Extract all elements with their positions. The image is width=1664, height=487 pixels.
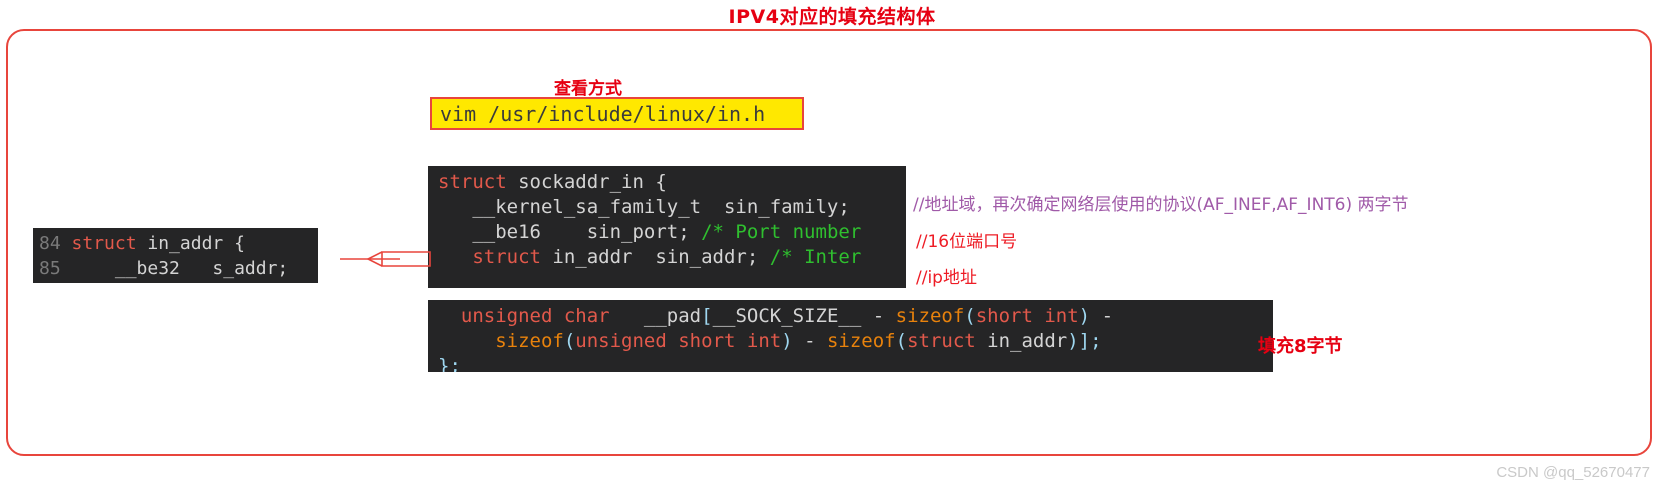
code-token: ): [781, 330, 793, 352]
code-token: [438, 246, 472, 268]
code-token: struct: [71, 233, 137, 254]
code-token: -: [792, 330, 827, 352]
code-line: __be16 sin_port; /* Port number: [438, 220, 906, 245]
watermark: CSDN @qq_52670477: [1496, 464, 1650, 481]
code-token: struct: [472, 246, 541, 268]
code-token: -: [1090, 305, 1114, 327]
code-token: sizeof: [826, 330, 896, 352]
code-token: in_addr {: [136, 233, 245, 254]
annotation-port: //16位端口号: [916, 232, 1018, 252]
code-line: struct sockaddr_in {: [438, 170, 906, 195]
arrow-connector-icon: [340, 251, 431, 267]
code-token: __pad: [609, 305, 702, 327]
code-token: )];: [1067, 330, 1102, 352]
code-token: __be16 sin_port;: [438, 221, 702, 243]
code-token: 84: [39, 233, 72, 254]
code-token: (: [964, 305, 976, 327]
code-token: struct: [438, 171, 507, 193]
code-line: __kernel_sa_family_t sin_family;: [438, 195, 906, 220]
code-token: (: [563, 330, 576, 352]
code-token: ): [1078, 305, 1091, 327]
annotation-ip: //ip地址: [916, 268, 977, 288]
howto-label: 查看方式: [554, 79, 622, 99]
code-block-in-addr: 84 struct in_addr {85 __be32 s_addr;: [33, 228, 318, 283]
code-token: short int: [975, 305, 1079, 327]
code-token: -: [861, 305, 896, 327]
code-token: struct: [907, 330, 976, 352]
code-token: sockaddr_in {: [506, 171, 667, 193]
page-title: IPV4对应的填充结构体: [728, 6, 936, 28]
code-token: in_addr sin_addr;: [540, 246, 770, 268]
command-box: vim /usr/include/linux/in.h: [430, 97, 804, 130]
code-token: sizeof: [895, 305, 965, 327]
code-block-sockaddr-in: struct sockaddr_in { __kernel_sa_family_…: [428, 166, 906, 288]
command-text: vim /usr/include/linux/in.h: [440, 101, 766, 126]
code-token: /* Port number: [701, 221, 862, 243]
annotation-padding: 填充8字节: [1258, 336, 1343, 357]
code-token: [: [701, 305, 713, 327]
code-token: sizeof: [495, 330, 564, 352]
code-line: 84 struct in_addr {: [39, 231, 318, 256]
code-block-pad: unsigned char __pad[__SOCK_SIZE__ - size…: [428, 300, 1273, 372]
code-line: 85 __be32 s_addr;: [39, 256, 318, 281]
code-token: 85: [39, 258, 72, 279]
code-token: __be32 s_addr;: [71, 258, 289, 279]
annotation-address-family: //地址域，再次确定网络层使用的协议(AF_INEF,AF_INT6) 两字节: [913, 195, 1409, 215]
code-token: [438, 330, 495, 352]
code-token: unsigned short int: [575, 330, 782, 352]
code-line: unsigned char __pad[__SOCK_SIZE__ - size…: [438, 304, 1273, 329]
code-line: sizeof(unsigned short int) - sizeof(stru…: [438, 329, 1273, 354]
code-line: struct in_addr sin_addr; /* Inter: [438, 245, 906, 270]
code-token: in_addr: [975, 330, 1068, 352]
code-token: /* Inter: [769, 246, 862, 268]
code-token: unsigned char: [460, 305, 610, 327]
code-token: __kernel_sa_family_t sin_family;: [438, 196, 850, 218]
content-frame: [6, 29, 1652, 456]
code-token: (: [895, 330, 908, 352]
code-token: [438, 305, 461, 327]
code-line: };: [438, 354, 1273, 372]
code-token: __SOCK_SIZE__: [712, 305, 862, 327]
code-token: };: [438, 355, 461, 372]
